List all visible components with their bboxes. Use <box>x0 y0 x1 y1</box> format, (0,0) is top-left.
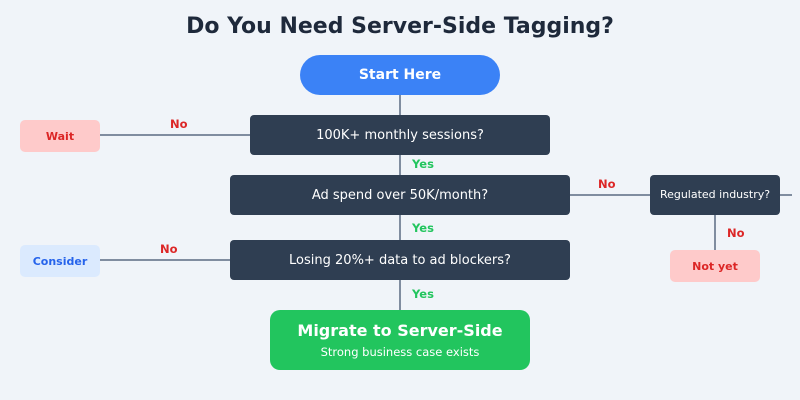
question-ad-spend: Ad spend over 50K/month? <box>230 175 570 215</box>
start-node: Start Here <box>300 55 500 95</box>
edge-label-q3-yes: Yes <box>412 287 434 301</box>
outcome-wait: Wait <box>20 120 100 152</box>
outcome-consider: Consider <box>20 245 100 277</box>
question-regulated-industry: Regulated industry? <box>650 175 780 215</box>
edge-label-q2-yes: Yes <box>412 221 434 235</box>
question-sessions: 100K+ monthly sessions? <box>250 115 550 155</box>
question-ad-blockers: Losing 20%+ data to ad blockers? <box>230 240 570 280</box>
edge-label-q1-no: No <box>170 117 188 131</box>
outcome-not-yet: Not yet <box>670 250 760 282</box>
edge-label-q1-yes: Yes <box>412 157 434 171</box>
end-node-title: Migrate to Server-Side <box>297 321 503 340</box>
diagram-title: Do You Need Server-Side Tagging? <box>186 14 614 39</box>
end-node-migrate: Migrate to Server-Side Strong business c… <box>270 310 530 370</box>
edge-label-q3-no: No <box>160 242 178 256</box>
edge-label-q2-no: No <box>598 177 616 191</box>
end-node-subtitle: Strong business case exists <box>320 345 480 359</box>
edge-label-q4-no: No <box>727 226 745 240</box>
